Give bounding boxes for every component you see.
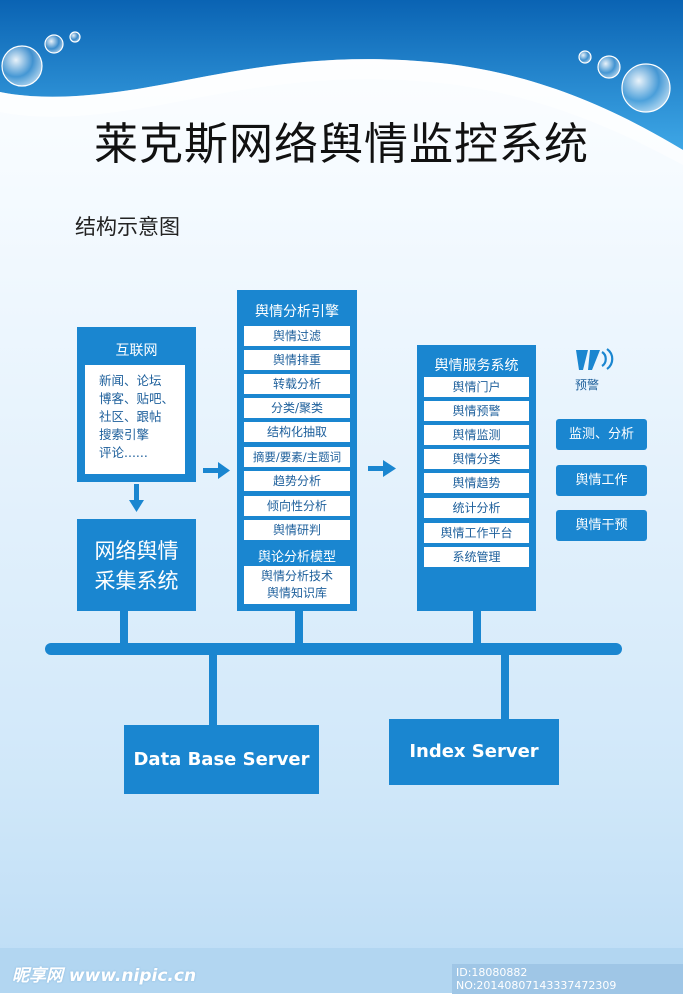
watermark-id: ID:18080882 NO:20140807143337472309 [452,964,683,994]
index-server-box: Index Server [389,719,559,785]
engine-item: 分类/聚类 [244,398,350,418]
opinion-model-label: 舆论分析模型 [257,550,336,565]
opinion-model-line: 舆情知识库 [266,586,327,600]
opinion-intervene-box: 舆情干预 [556,510,647,541]
analysis-engine-panel: 舆情分析引擎 舆情过滤 舆情排重 转载分析 分类/聚类 结构化抽取 摘要/要素/… [237,290,357,611]
service-item: 系统管理 [424,547,529,567]
internet-source-line: 搜索引擎 [99,427,150,442]
internet-label: 互联网 [115,343,158,359]
internet-source-line: 新闻、论坛 [99,373,162,388]
internet-source-line: 社区、跟帖 [99,409,162,424]
opinion-model-box: 舆情分析技术 舆情知识库 [244,566,350,604]
internet-panel: 互联网 新闻、论坛 博客、贴吧、 社区、跟帖 搜索引擎 评论...... [77,327,196,482]
engine-item: 摘要/要素/主题词 [244,447,350,467]
page-subtitle: 结构示意图 [75,215,180,239]
engine-item: 舆情排重 [244,350,350,370]
engine-item: 倾向性分析 [244,496,350,516]
internet-source-line: 评论...... [99,445,148,460]
collection-system-line2: 采集系统 [94,569,179,593]
service-item: 舆情分类 [424,449,529,469]
warning-label: 预警 [575,378,600,392]
engine-item: 舆情研判 [244,520,350,540]
service-item: 舆情监测 [424,425,529,445]
monitor-analyze-box: 监测、分析 [556,419,647,450]
collection-system-box: 网络舆情 采集系统 [77,519,196,611]
service-item: 舆情工作平台 [424,523,529,543]
internet-sources-box: 新闻、论坛 博客、贴吧、 社区、跟帖 搜索引擎 评论...... [85,365,185,474]
engine-item: 舆情过滤 [244,326,350,346]
collection-system-line1: 网络舆情 [94,539,179,563]
internet-source-line: 博客、贴吧、 [99,391,175,406]
engine-item: 结构化抽取 [244,422,350,442]
service-item: 舆情预警 [424,401,529,421]
bubbles [1,31,671,113]
opinion-work-box: 舆情工作 [556,465,647,496]
watermark-text: 昵享网 www.nipic.cn [12,966,197,986]
page-title: 莱克斯网络舆情监控系统 [94,119,589,170]
warning-icon [576,348,614,370]
service-system-label: 舆情服务系统 [434,358,519,374]
service-item: 舆情门户 [424,377,529,397]
analysis-engine-label: 舆情分析引擎 [255,304,339,320]
service-item: 统计分析 [424,498,529,518]
engine-item: 趋势分析 [244,471,350,491]
database-server-box: Data Base Server [124,725,319,794]
service-item: 舆情趋势 [424,473,529,493]
engine-item: 转载分析 [244,374,350,394]
service-system-panel: 舆情服务系统 舆情门户 舆情预警 舆情监测 舆情分类 舆情趋势 统计分析 舆情工… [417,345,536,611]
opinion-model-line: 舆情分析技术 [260,569,333,583]
